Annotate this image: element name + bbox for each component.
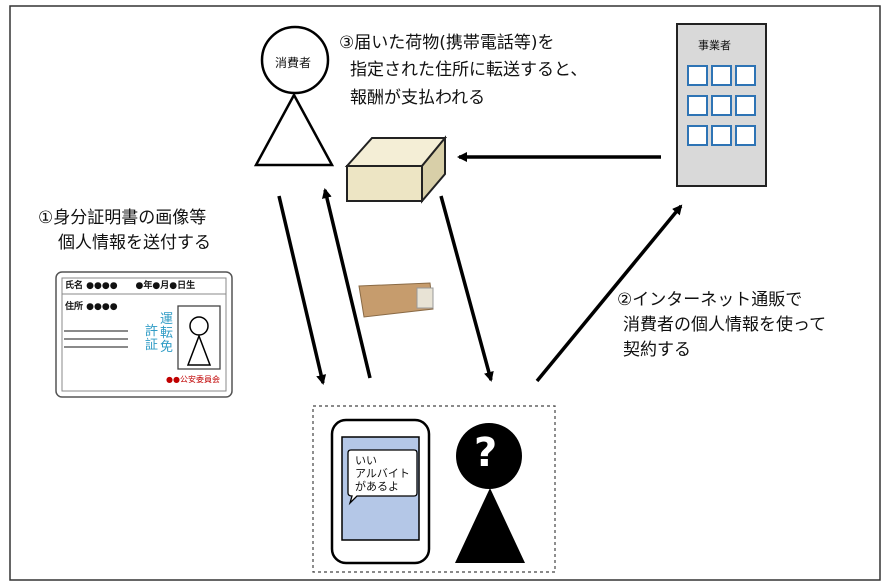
suspect-body xyxy=(455,488,525,563)
suspect-group-border xyxy=(312,405,556,573)
step1-line1: ①身分証明書の画像等 xyxy=(38,208,207,228)
arrow-consumer-to-suspect xyxy=(277,195,327,385)
outer-frame xyxy=(9,5,881,581)
license-issuer: ●●公安委員会 xyxy=(166,375,220,384)
license-address-row: 住所 ●●●● xyxy=(65,302,118,312)
license-card xyxy=(55,271,233,398)
business-label: 事業者 xyxy=(698,39,731,52)
arrow-box-to-suspect xyxy=(439,195,494,382)
bubble-line2: アルバイト xyxy=(355,467,410,480)
license-vertical-text-1: 運転免 xyxy=(160,312,174,355)
arrows xyxy=(277,152,683,385)
business-building xyxy=(676,23,767,187)
package-box xyxy=(344,135,448,204)
consumer-figure xyxy=(253,25,335,167)
license-vertical-text-2: 許証 xyxy=(145,324,159,353)
speech-bubble xyxy=(347,449,418,506)
question-mark-icon: ? xyxy=(474,430,498,476)
step2-line3: 契約する xyxy=(623,340,691,360)
smartphone xyxy=(330,418,431,565)
parcel-icon xyxy=(358,282,434,318)
consumer-head xyxy=(260,25,330,95)
license-photo-head xyxy=(189,316,209,336)
license-photo-body xyxy=(186,333,212,366)
license-name-row: 氏名 ●●●● ●年●月●日生 xyxy=(65,281,196,291)
suspect-figure xyxy=(455,423,525,563)
consumer-label: 消費者 xyxy=(275,56,312,70)
step3-line3: 報酬が支払われる xyxy=(350,88,486,108)
arrow-suspect-to-consumer xyxy=(321,188,372,379)
consumer-body xyxy=(253,92,335,167)
bubble-line1: いい xyxy=(355,454,377,467)
step2-line2: 消費者の個人情報を使って xyxy=(623,315,827,335)
bubble-line3: があるよ xyxy=(355,480,399,493)
step1-line2: 個人情報を送付する xyxy=(58,233,211,253)
step2-line1: ②インターネット通販で xyxy=(617,290,803,310)
suspect-head xyxy=(456,423,522,489)
arrow-suspect-to-business xyxy=(535,204,683,383)
step3-line1: ③届いた荷物(携帯電話等)を xyxy=(339,33,555,53)
step3-line2: 指定された住所に転送すると、 xyxy=(350,60,588,80)
building-windows xyxy=(687,65,756,146)
